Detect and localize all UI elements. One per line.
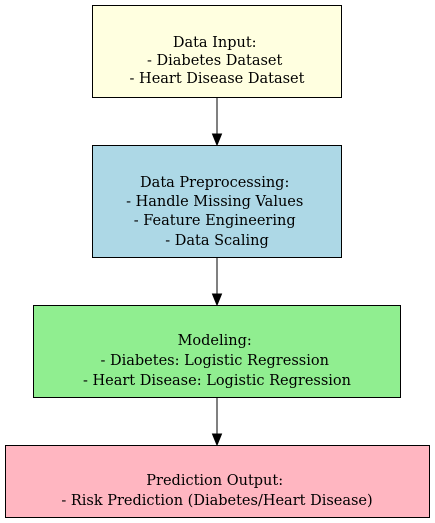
edge-input-to-preprocessing: [211, 98, 223, 147]
node-data-preprocessing-box: [92, 145, 342, 258]
edge-preprocessing-to-modeling: [211, 258, 223, 307]
node-modeling-line-1: Modeling:: [178, 333, 252, 349]
node-data-preprocessing-line-4: - Data Scaling: [165, 233, 268, 249]
node-data-preprocessing: Data Preprocessing: - Handle Missing Val…: [92, 145, 342, 258]
svg-text:Modeling: - Diabetes: Lo: Modeling: - Diabetes: Logistic Regressio…: [83, 333, 351, 389]
node-data-input-box: [92, 5, 342, 98]
node-prediction-output-line-1: Prediction Output:: [146, 473, 283, 489]
node-data-input-line-3: - Heart Disease Dataset: [130, 71, 305, 87]
node-data-input-line-1: Data Input:: [173, 35, 257, 51]
svg-text:Data Preprocessing: - Ha: Data Preprocessing: - Handle Missing Val…: [126, 175, 308, 249]
node-prediction-output-box: [5, 445, 430, 518]
node-prediction-output: Prediction Output: - Risk Prediction (Di…: [5, 445, 430, 518]
svg-text:Prediction Output: - Ris: Prediction Output: - Risk Prediction (Di…: [61, 473, 372, 509]
node-data-input: Data Input: - Diabetes Dataset - Heart D…: [92, 5, 342, 98]
node-data-preprocessing-line-3: - Feature Engineering: [134, 213, 296, 229]
node-data-preprocessing-line-2: - Handle Missing Values: [126, 194, 303, 210]
node-data-preprocessing-line-1: Data Preprocessing:: [140, 175, 289, 191]
node-modeling: Modeling: - Diabetes: Logistic Regressio…: [33, 305, 401, 398]
node-modeling-box: [33, 305, 401, 398]
node-modeling-line-3: - Heart Disease: Logistic Regression: [83, 373, 351, 389]
edge-modeling-to-output: [211, 398, 223, 447]
node-prediction-output-line-2: - Risk Prediction (Diabetes/Heart Diseas…: [61, 493, 372, 509]
node-data-input-line-2: - Diabetes Dataset: [147, 53, 283, 69]
node-modeling-line-2: - Diabetes: Logistic Regression: [100, 353, 328, 369]
svg-text:Data Input: - Diabetes D: Data Input: - Diabetes Dataset - Heart D…: [130, 35, 305, 87]
